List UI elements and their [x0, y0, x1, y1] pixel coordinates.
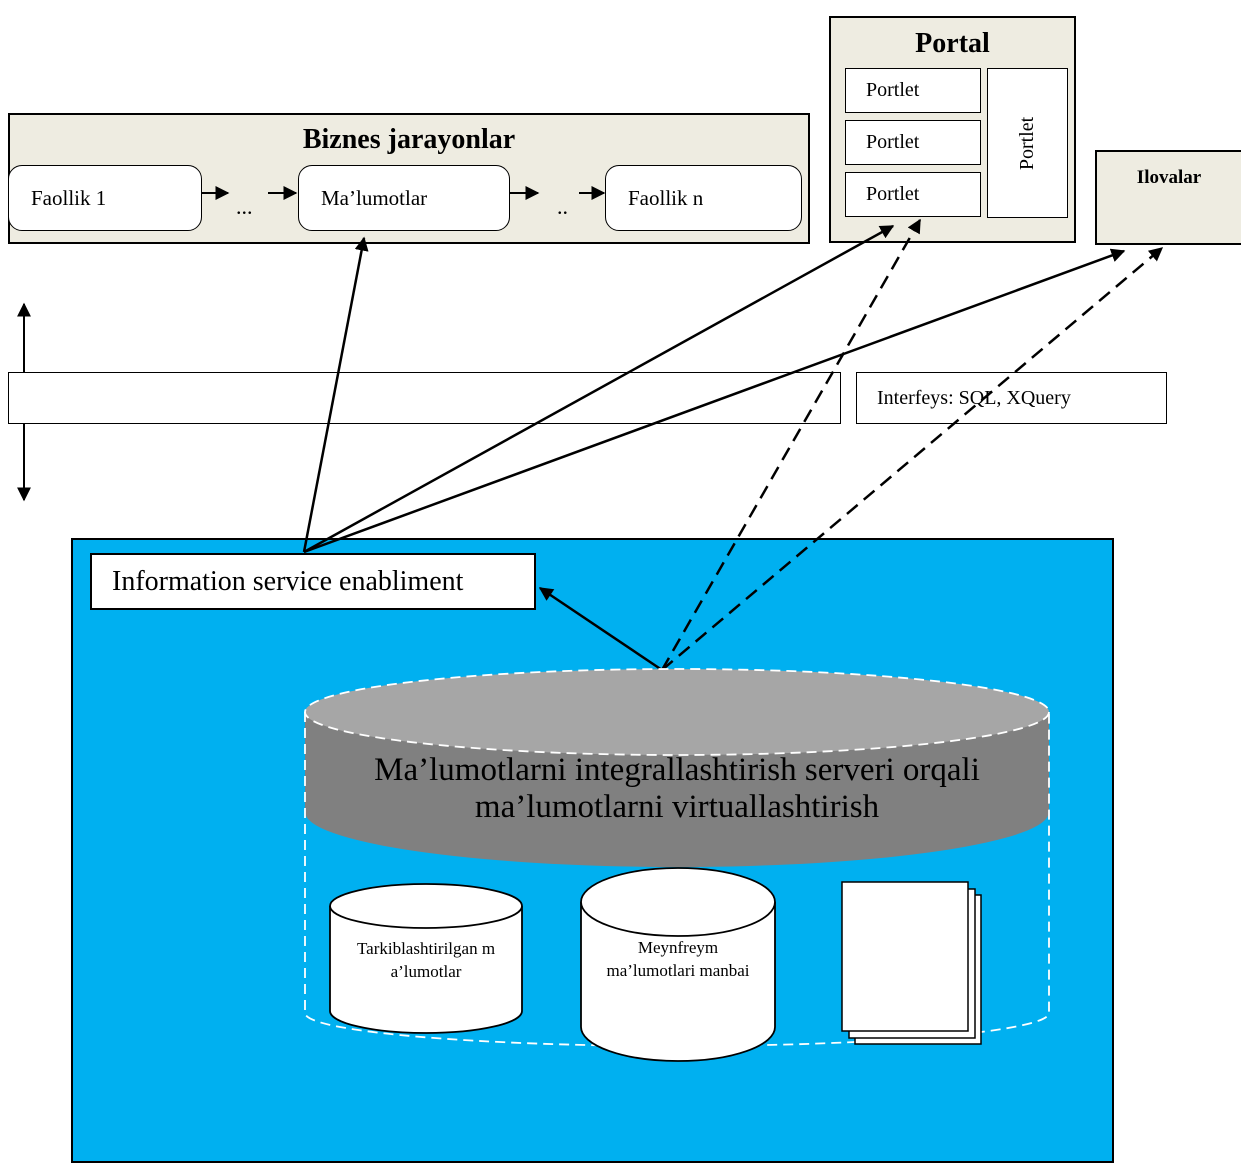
mainframe-label: Meynfreym ma’lumotlari manbai	[606, 938, 750, 980]
arrow-server-to-enablement	[538, 586, 663, 672]
structured-cylinder-top	[329, 883, 523, 929]
portal-title: Portal	[915, 28, 990, 59]
activity-first-label: Faollik 1	[31, 185, 107, 210]
arrow-to-portlet	[303, 224, 895, 554]
structured-cylinder	[329, 906, 523, 1034]
activity-first-box: Faollik 1	[8, 165, 202, 231]
structured-data-label: Tarkiblashtirilgan ma’lumotlar	[356, 939, 496, 981]
arrow-to-data	[302, 236, 369, 553]
mainframe-cylinder-top	[580, 867, 776, 937]
server-cylinder-rim	[304, 668, 1050, 756]
activity-last-box: Faollik n	[605, 165, 802, 231]
business-processes-title: Biznes jarayonlar	[302, 124, 516, 155]
portlet-3-label: Portlet	[866, 183, 920, 205]
portlet-2-label: Portlet	[866, 131, 920, 153]
dashed-arrow-to-portal	[660, 218, 922, 671]
enablement-label: Information service enabliment	[112, 565, 464, 597]
applications-panel	[1095, 150, 1241, 245]
arrow-to-applications	[303, 248, 1126, 554]
portlet-2: Portlet	[845, 120, 981, 165]
portlet-1: Portlet	[845, 68, 981, 113]
dots-2: ..	[557, 194, 568, 219]
portlet-1-label: Portlet	[866, 79, 920, 101]
applications-title: Ilovalar	[1136, 167, 1202, 188]
portlet-3: Portlet	[845, 172, 981, 217]
interface-label: Interfeys: SQL, XQuery	[877, 386, 1071, 409]
portlet-side: Portlet	[987, 68, 1068, 218]
interface-box: Interfeys: SQL, XQuery	[856, 372, 1167, 424]
data-box: Ma’lumotlar	[298, 165, 510, 231]
activity-last-label: Faollik n	[628, 185, 704, 210]
dots-1: ...	[236, 194, 253, 219]
server-title-line2: ma’lumotlarni virtuallashtirish	[474, 789, 880, 825]
server-cylinder-top	[305, 669, 1049, 755]
enablement-box: Information service enabliment	[90, 553, 536, 610]
interface-bar	[8, 372, 841, 424]
document-icon	[841, 881, 969, 1032]
server-title-line1: Ma’lumotlarni integrallashtirish serveri…	[374, 752, 980, 788]
mainframe-cylinder	[580, 902, 776, 1062]
data-box-label: Ma’lumotlar	[321, 185, 428, 210]
server-cylinder-body	[305, 712, 1049, 867]
